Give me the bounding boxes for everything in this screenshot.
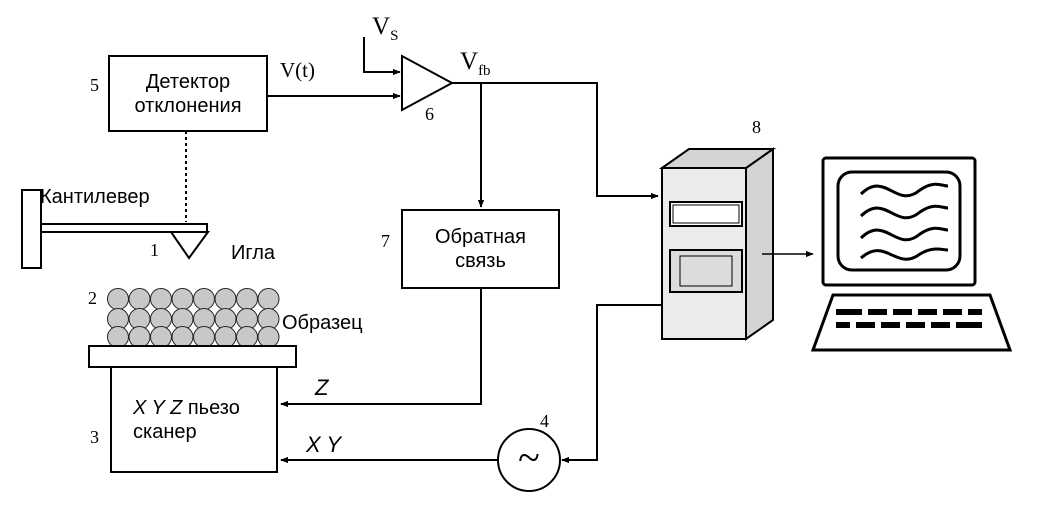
feedback-box — [401, 209, 560, 289]
sample-atom — [193, 288, 215, 310]
screen-wave-2 — [859, 204, 949, 220]
number-6: 6 — [425, 104, 434, 124]
tower-bay-inner — [679, 255, 733, 287]
sample-atom — [236, 326, 258, 348]
computer-tower — [658, 147, 777, 341]
screen-wave-4 — [860, 247, 949, 261]
detector-box — [108, 55, 268, 132]
sample-atom — [150, 288, 172, 310]
sample-atoms — [107, 288, 280, 348]
sample-stage — [88, 345, 297, 368]
z-label: Z — [315, 375, 329, 400]
tip-label: Игла — [231, 242, 276, 264]
screen-wave-3 — [859, 226, 949, 242]
sample-atom — [171, 326, 194, 348]
tip-triangle — [169, 231, 210, 260]
xy-label: X Y — [306, 432, 342, 457]
sample-atom — [257, 288, 280, 310]
number-7: 7 — [381, 231, 390, 251]
sample-atom — [107, 326, 129, 348]
number-8: 8 — [752, 117, 761, 137]
vt-label: V(t) — [280, 58, 315, 82]
number-4: 4 — [540, 411, 549, 431]
screen-wave-1 — [859, 182, 949, 198]
keyboard-key-gap — [900, 322, 906, 328]
generator-symbol: ~ — [518, 435, 540, 480]
sample-atom — [171, 288, 194, 310]
sample-atom — [128, 326, 151, 348]
keyboard-key-gap — [925, 322, 931, 328]
keyboard-key-gap — [887, 309, 893, 315]
sample-atom — [214, 288, 237, 310]
sample-atom — [128, 288, 151, 310]
vs-label: VS — [372, 13, 399, 44]
sample-atom — [257, 326, 280, 348]
vfb-label: Vfb — [460, 48, 491, 79]
keyboard-key-gap — [912, 309, 918, 315]
keyboard-key-gap — [862, 309, 868, 315]
computer-to-generator-line — [561, 304, 662, 464]
sample-atom — [236, 288, 258, 310]
keyboard-key-gap — [950, 322, 956, 328]
scanner-box — [110, 366, 278, 473]
cantilever-label: Кантилевер — [40, 186, 150, 208]
scanner-text: X Y Z пьезо сканер — [133, 396, 240, 443]
tower-side — [745, 147, 774, 341]
keyboard-key-gap — [850, 322, 856, 328]
monitor — [810, 156, 1013, 352]
keyboard-keys-row-2 — [836, 322, 982, 328]
vs-input-line — [363, 37, 401, 76]
amplifier-triangle — [401, 54, 455, 112]
sample-label: Образец — [282, 312, 363, 334]
keyboard-key-gap — [937, 309, 943, 315]
sample-atom — [214, 326, 237, 348]
cantilever-base — [21, 189, 42, 269]
keyboard-key-gap — [875, 322, 881, 328]
keyboard-key-gap — [962, 309, 968, 315]
generator-circle — [497, 428, 561, 492]
number-2: 2 — [88, 288, 97, 308]
sample-atom — [193, 326, 215, 348]
monitor-screen — [836, 170, 962, 272]
sample-atom — [107, 288, 129, 310]
sample-atom — [150, 326, 172, 348]
cantilever-beam — [40, 223, 208, 233]
number-5: 5 — [90, 75, 99, 95]
z-signal-line — [280, 288, 482, 408]
vfb-output-line — [452, 82, 659, 200]
keyboard-keys-row-1 — [836, 309, 982, 315]
tower-drive-slot-inner — [672, 204, 740, 224]
number-3: 3 — [90, 427, 99, 447]
number-1: 1 — [150, 240, 159, 260]
